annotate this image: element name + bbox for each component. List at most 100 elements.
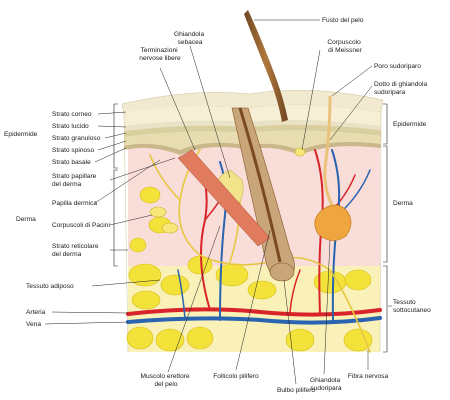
label-reticolare-line2: del derma [52,251,82,258]
label-dotto-ghiandola: Dotto di ghiandola sudoripara [374,81,429,96]
label-sottocutaneo-line1: Tessuto [393,299,416,306]
sweat-duct [323,95,334,206]
bracket-epidermide-right [383,103,388,145]
main-vein [126,316,382,325]
leader-basale [94,147,127,163]
leader-papilla [94,159,161,204]
label-dotto-line2: sudoripara [374,89,405,96]
leader-corneo [97,111,127,115]
leader-papillare [109,157,176,181]
label-sudoripara-line2: sudoripara [310,385,341,392]
label-strato-granuloso: Strato granuloso [52,135,101,142]
fat-lobule [344,269,372,291]
label-tessuto-sottocutaneo: Tessuto sottocutaneo [393,299,431,314]
label-strato-lucido: Strato lucido [52,123,89,130]
bracket-derma-right [383,145,388,263]
label-tessuto-adiposo: Tessuto adiposo [26,283,74,290]
label-strato-papillare: Strato papillare del derma [52,173,98,188]
label-muscolo-line1: Muscolo erettore [141,373,190,380]
arrector-pili-muscle [177,149,271,247]
label-muscolo-line2: del pelo [154,381,177,388]
pacinian-corpuscles [149,206,179,234]
leader-dotto [329,85,373,141]
main-artery [126,307,382,317]
label-corpuscolo-meissner: Corpuscolo di Meissner [327,39,362,54]
hair-structure [231,10,295,282]
label-sudoripara-line1: Ghiandola [310,377,340,384]
leader-ghiandola-sebacea [189,45,231,179]
leader-bulbo [283,279,297,385]
label-ghiandola-sebacea-line2: sebacea [178,39,203,46]
stratum-corneum [124,104,381,126]
label-papilla-dermica: Papilla dermica [52,200,97,207]
leader-granuloso [104,132,127,139]
label-bulbo-pilifero: Bulbo pilifero [277,387,315,394]
leader-muscolo [167,225,221,373]
hair-bulb [269,262,295,282]
fat-lobule [131,290,161,310]
label-strato-basale: Strato basale [52,159,91,166]
label-reticolare-line1: Strato reticolare [52,243,99,250]
label-papillare-line1: Strato papillare [52,173,97,180]
label-meissner-line2: di Meissner [328,47,363,54]
fat-lobule [186,326,214,350]
leader-meissner [301,49,321,151]
fat-lobule [343,328,373,352]
label-fusto-del-pelo: Fusto del pelo [322,17,364,24]
label-strato-reticolare: Strato reticolare del derma [52,243,100,258]
bracket-sottocutaneo-right [383,265,388,353]
label-derma-left: Derma [16,216,36,223]
leader-adiposo [91,279,161,287]
label-strato-spinoso: Strato spinoso [52,147,94,154]
label-vena: Vena [26,321,41,328]
leader-poro [331,65,373,97]
fat-lobule [126,326,154,350]
bracket-epidermide-left [113,103,118,169]
hair-root [238,107,282,263]
label-poro-sudoriparo: Poro sudoriparo [374,63,421,70]
skin-illustration [121,10,384,353]
label-sottocutaneo-line2: sottocutaneo [393,307,431,314]
label-meissner-line1: Corpuscolo [327,39,361,46]
label-papillare-line2: del derma [52,181,82,188]
label-corpuscoli-pacini: Corpuscoli di Pacini [52,222,110,229]
block-outline [123,111,382,353]
meissner-corpuscle [294,147,306,157]
label-epidermide-right: Epidermide [393,121,427,128]
label-ghiandola-sudoripara: Ghiandola sudoripara [310,377,342,392]
brackets [113,103,388,353]
labels: Fusto del pelo Ghiandola sebacea Termina… [4,17,431,394]
pacinian-corpuscle [161,222,179,234]
fat-lobule [129,237,147,253]
bracket-derma-left [113,169,118,267]
artery-branch [289,269,301,313]
leader-follicolo [235,229,271,371]
label-terminazioni-line2: nervose libere [139,55,181,62]
fat-lobule [247,280,277,300]
label-terminazioni-nervose: Terminazioni nervose libere [139,47,181,62]
label-strato-corneo: Strato corneo [52,111,92,118]
label-muscolo-erettore: Muscolo erettore del pelo [141,373,192,388]
label-ghiandola-sebacea: Ghiandola sebacea [174,31,206,46]
fat-lobule [139,186,161,204]
leader-ghiandola-sudoripara [323,239,331,375]
fat-lobule [187,255,213,275]
label-terminazioni-line1: Terminazioni [141,47,179,54]
leader-lines [44,19,392,385]
leader-pacini [109,214,153,226]
label-epidermide-left: Epidermide [4,131,38,138]
leader-vena [44,321,129,325]
label-derma-right: Derma [393,200,413,207]
fat-lobule [128,263,162,287]
label-ghiandola-sebacea-line1: Ghiandola [174,31,204,38]
fat-lobule [285,328,315,352]
leader-spinoso [97,140,127,151]
fat-lobule [155,328,185,352]
leader-lucido [97,125,127,128]
fat-lobule [160,274,190,296]
label-arteria: Arteria [26,309,46,316]
pacinian-corpuscle [149,206,167,218]
vein-branch [177,269,186,319]
label-fibra-nervosa: Fibra nervosa [348,373,389,380]
